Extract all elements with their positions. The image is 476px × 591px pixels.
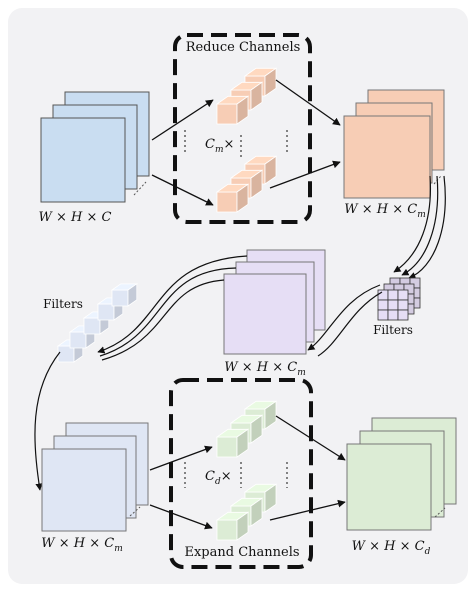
curve-purple-to-filters-2 [99, 267, 237, 357]
output-size-label: W × H × Cd [352, 539, 431, 557]
expand-multiplier: Cd× [205, 469, 232, 487]
arrow-input-to-reduce-upper [151, 99, 214, 141]
filters-left-label: Filters [43, 297, 83, 311]
mid-size-label: W × H × Cm [41, 536, 123, 554]
input-size-label: W × H × C [39, 210, 112, 225]
expand-cube-stack-upper [215, 400, 278, 458]
filter-cell [377, 289, 389, 301]
filter-grid-right [377, 277, 421, 321]
arrow-reduce-upper-to-output [275, 79, 341, 126]
arrow-mid-to-expand-upper [149, 445, 213, 471]
filter-cell [397, 289, 409, 301]
curve-to-filters-2 [401, 175, 439, 276]
filter-cell [387, 309, 399, 321]
filter-cell [397, 299, 409, 311]
expand-channels-title: Expand Channels [184, 545, 299, 560]
reduce-channels-box [173, 33, 312, 224]
arrow-expand-upper-to-output [275, 415, 346, 461]
filter-cell [377, 309, 389, 321]
reduce-channels-title: Reduce Channels [186, 40, 301, 55]
input-feature-stack [40, 91, 150, 203]
cube [215, 511, 250, 541]
filter-cell [387, 289, 399, 301]
arrow-input-to-reduce-lower [151, 174, 214, 206]
curve-purple-to-filters-1 [97, 255, 248, 354]
curve-to-filters-3 [408, 175, 446, 279]
reduced-size-label: W × H × Cm [344, 202, 426, 220]
reduced-feature-stack [343, 89, 445, 199]
filters-left-cubes [56, 283, 139, 363]
reduce-cube-stack-lower [215, 155, 278, 213]
cube [215, 428, 250, 458]
cube [215, 183, 250, 213]
arrow-expand-lower-to-output [269, 499, 346, 521]
filter-cell [377, 299, 389, 311]
curve-filters-to-purple-2 [317, 291, 383, 357]
arrow-reduce-lower-to-output [269, 160, 341, 189]
cube [215, 95, 250, 125]
filter-cube [110, 283, 139, 307]
expand-cube-stack-lower [215, 483, 278, 541]
output-feature-stack [346, 417, 457, 531]
curve-filters-to-purple-1 [307, 284, 381, 351]
filter-cell [387, 299, 399, 311]
reduce-multiplier: Cm× [205, 137, 234, 155]
curve-to-filters-1 [393, 175, 432, 273]
expand-channels-box [169, 378, 313, 569]
filtered-feature-stack [223, 249, 326, 355]
arrow-mid-to-expand-lower [149, 504, 213, 530]
curve-filters-to-mid [34, 351, 61, 491]
mid-feature-stack [41, 422, 149, 532]
filtered-size-label: W × H × Cm [224, 360, 306, 378]
curve-purple-to-filters-3 [101, 279, 225, 361]
reduce-cube-stack-upper [215, 67, 278, 125]
filters-right-label: Filters [373, 323, 413, 337]
filter-cell [397, 309, 409, 321]
